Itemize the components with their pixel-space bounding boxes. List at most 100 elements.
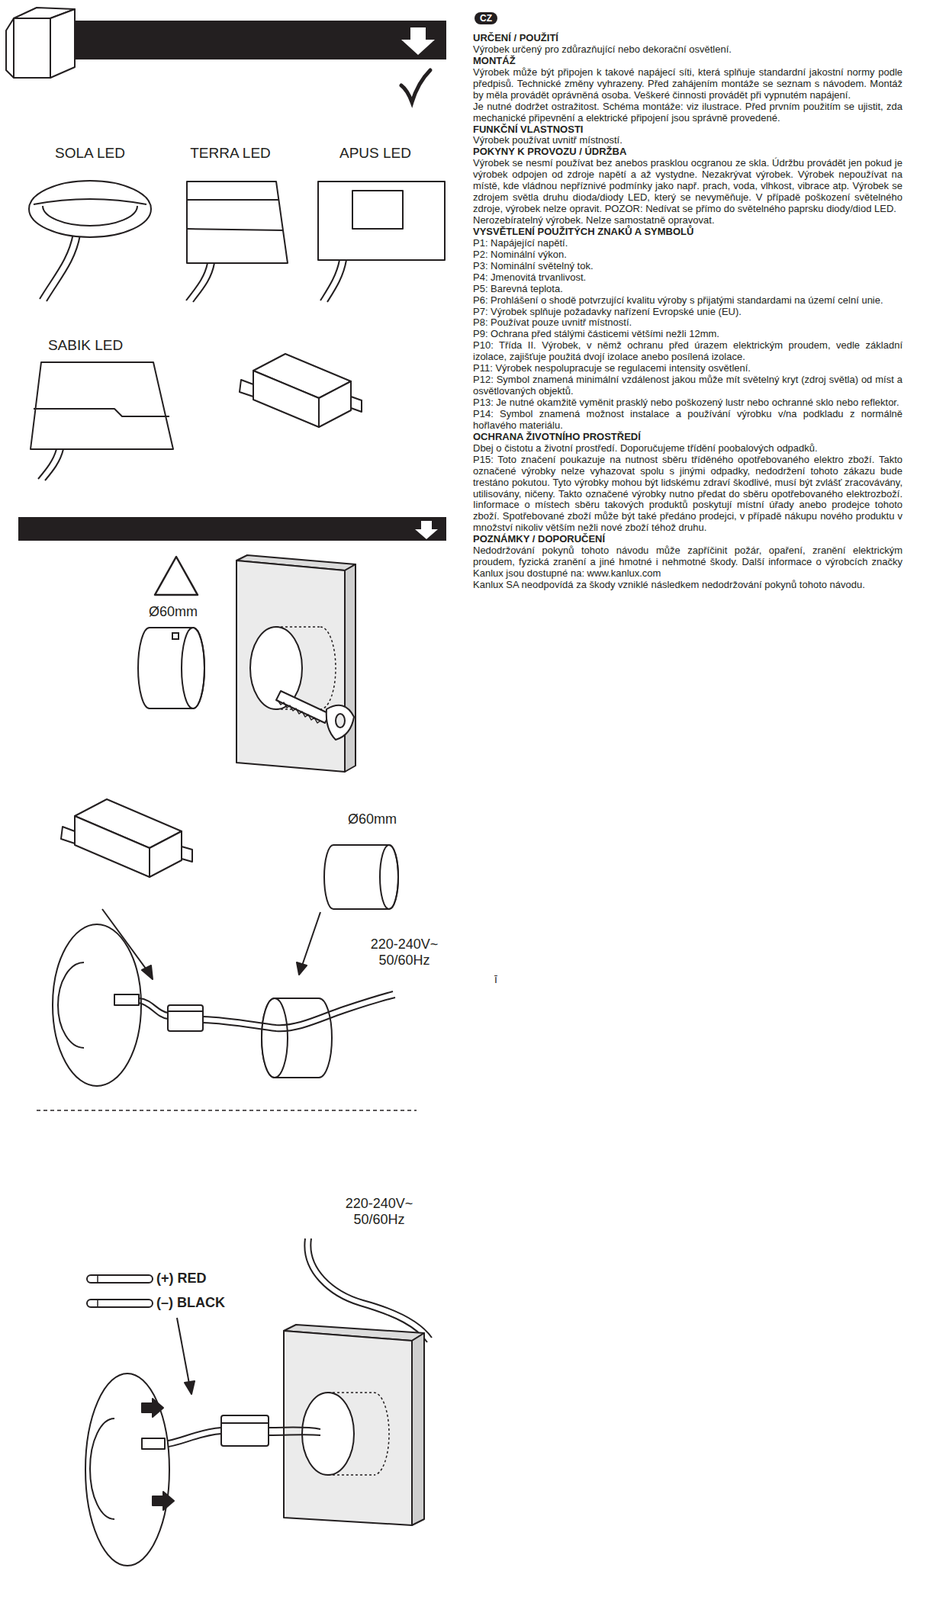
- instruction-paragraph: Výrobek se nesmí používat bez anebos pra…: [472, 157, 903, 216]
- connection-scheme-part: [379, 845, 399, 910]
- section-bar: [18, 517, 447, 541]
- supply-voltage: 220-240V~ 50/60Hz: [337, 1196, 422, 1228]
- final-assembly-part: [96, 1275, 99, 1308]
- instruction-paragraph: Dbej o čistotu a životní prostředí. Dopo…: [472, 443, 903, 455]
- product-drawings-part: [186, 181, 288, 264]
- instruction-paragraph: P6: Prohlášení o shodě potvrzující kvali…: [472, 295, 903, 307]
- product-drawings-part: [33, 199, 147, 205]
- product-drawings-part: [42, 205, 138, 226]
- dimension: Ø60mm: [131, 604, 216, 621]
- instruction-text: URČENÍ / POUŽITÍVýrobek určený pro zdůra…: [472, 32, 903, 592]
- led-driver-part: [239, 379, 254, 397]
- dashed-separator-part: [36, 1109, 417, 1112]
- instruction-paragraph: P12: Symbol znamená minimální vzdálenost…: [472, 374, 903, 398]
- product-drawings-part: [186, 228, 284, 231]
- mounting-ring: [138, 627, 205, 709]
- section-heading: VYSVĚTLENÍ POUŽITÝCH ZNAKŮ A SYMBOLŮ: [472, 226, 903, 239]
- final-assembly-part: [268, 1434, 321, 1437]
- connection-scheme-part: [52, 924, 142, 1087]
- instruction-paragraph: Výrobek určený pro zdůrazňující nebo dek…: [472, 44, 903, 56]
- check-mark: [401, 70, 431, 103]
- header-bar-part: [18, 20, 447, 60]
- connection-scheme-part: [324, 845, 399, 910]
- dimension: Ø60mm: [330, 811, 415, 828]
- led-driver-part: [318, 381, 351, 428]
- instruction-paragraph: Výrobek používat uvnitř místností.: [472, 135, 903, 147]
- package-icon-part: [6, 18, 14, 78]
- info-warning-triangle: i: [153, 555, 200, 597]
- final-assembly-part: [90, 1418, 115, 1520]
- final-assembly: [85, 1238, 432, 1567]
- final-assembly-part: [411, 1333, 425, 1526]
- instruction-paragraph: P7: Výrobek splňuje požadavky nařízení E…: [472, 306, 903, 319]
- final-assembly-part: [328, 1393, 390, 1476]
- connection-scheme-part: [181, 846, 193, 863]
- product-drawings-part: [193, 263, 215, 303]
- instruction-paragraph: P3: Nominální světelný tok.: [472, 260, 903, 273]
- product-drawings-part: [28, 180, 152, 238]
- connection-scheme-part: [149, 831, 182, 878]
- instruction-paragraph: P10: Třída II. Výrobek, v němž ochranu p…: [472, 340, 903, 364]
- led-driver: [239, 353, 362, 428]
- mounting-ring-part: [138, 627, 205, 709]
- final-assembly-part: [268, 1428, 321, 1431]
- triangle-shape: [154, 556, 198, 596]
- instruction-paragraph: P13: Je nutné okamžitě vyměnit prasklý n…: [472, 397, 903, 409]
- final-assembly-part: [152, 1492, 174, 1511]
- dashed-separator: [36, 1110, 417, 1112]
- language-badge: CZ: [474, 12, 498, 25]
- wire-polarity: (+) RED: [156, 1270, 256, 1287]
- wall-cutting-part: [277, 700, 321, 724]
- instruction-paragraph: P5: Barevná teplota.: [472, 283, 903, 296]
- product-drawings-part: [352, 190, 403, 229]
- section-heading: POKYNY K PROVOZU / ÚDRŽBA: [472, 146, 903, 158]
- connection-scheme-part: [302, 912, 321, 966]
- product-drawings-part: [46, 234, 81, 302]
- connection-scheme: [52, 799, 399, 1087]
- final-assembly-part: [310, 1238, 432, 1339]
- connection-scheme-part: [202, 991, 393, 1026]
- product-drawings-part: [38, 449, 57, 480]
- connection-scheme-part: [296, 962, 307, 975]
- connection-scheme-part: [261, 998, 332, 1078]
- wall-cutting-part: [344, 564, 356, 773]
- connection-scheme-part: [167, 1005, 203, 1032]
- product-drawings-part: [318, 181, 445, 261]
- final-assembly-part: [86, 1299, 153, 1308]
- final-assembly-part: [302, 1393, 354, 1476]
- instruction-paragraph: P8: Používat pouze uvnitř místností.: [472, 317, 903, 329]
- instruction-paragraph: Kanlux SA neodpovídá za škody vzniklé ná…: [472, 579, 903, 592]
- final-assembly-part: [176, 1318, 190, 1384]
- triangle-outline: [153, 555, 200, 597]
- instruction-paragraph: P14: Symbol znamená možnost instalace a …: [472, 408, 903, 432]
- final-assembly-part: [221, 1422, 269, 1425]
- section-heading: FUNKČNÍ VLASTNOSTI: [472, 124, 903, 136]
- connection-scheme-part: [261, 998, 288, 1078]
- final-assembly-part: [163, 1434, 222, 1448]
- node-text: CZ: [479, 12, 493, 24]
- instruction-paragraph: P2: Nominální výkon.: [472, 249, 903, 261]
- mounting-ring-part: [172, 633, 179, 640]
- header-bar-part: [401, 27, 435, 55]
- product-name: TERRA LED: [169, 144, 292, 162]
- section-heading: OCHRANA ŽIVOTNÍHO PROSTŘEDÍ: [472, 431, 903, 444]
- final-assembly-part: [221, 1415, 269, 1447]
- section-bar-part: [415, 521, 438, 540]
- product-name: SOLA LED: [28, 144, 152, 162]
- product-drawings-part: [327, 260, 347, 303]
- section-heading: POZNÁMKY / DOPORUČENÍ: [472, 534, 903, 546]
- product-drawings: [28, 180, 445, 481]
- section-bar-part: [18, 517, 447, 541]
- instruction-paragraph: Nerozebíratelný výrobek. Nelze samostatn…: [472, 215, 903, 227]
- instruction-paragraph: Výrobek může být připojen k takové napáj…: [472, 67, 903, 102]
- final-assembly-part: [85, 1373, 170, 1567]
- product-name: APUS LED: [314, 144, 437, 162]
- final-assembly-part: [86, 1275, 153, 1284]
- connection-scheme-part: [114, 994, 139, 1006]
- connection-scheme-part: [167, 1010, 203, 1013]
- stray-mark: ī: [488, 973, 504, 986]
- wall-cutting-part: [335, 714, 345, 728]
- instruction-paragraph: P1: Napájející napětí.: [472, 238, 903, 250]
- wall-cutting-part: [326, 705, 354, 740]
